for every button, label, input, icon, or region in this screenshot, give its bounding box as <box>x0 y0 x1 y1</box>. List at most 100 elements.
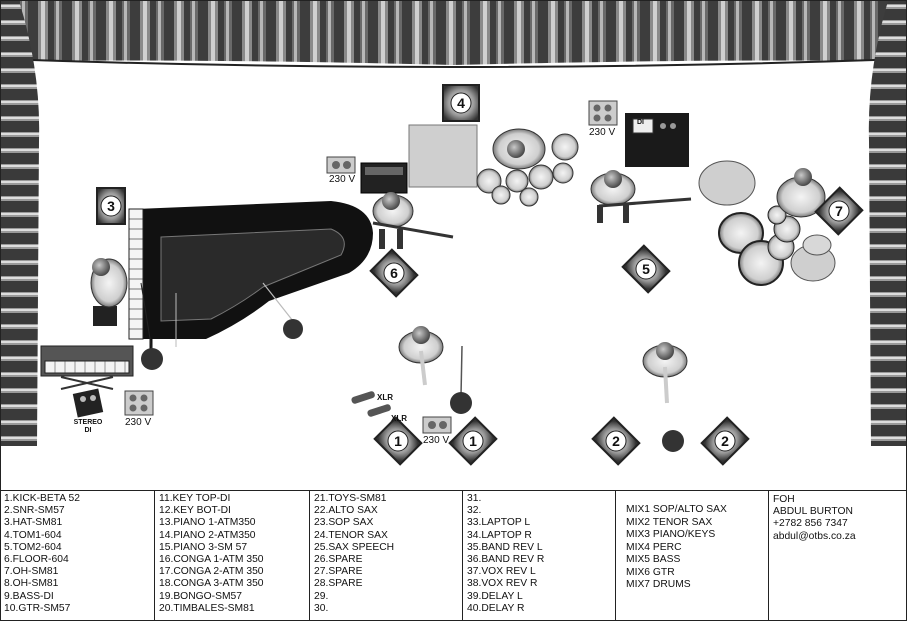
channel-item: 26.SPARE <box>314 554 363 566</box>
channel-item: 11.KEY TOP-DI <box>159 493 231 504</box>
channel-item: 29. <box>314 590 329 602</box>
power-label-3: 230 V <box>125 417 152 428</box>
channel-item: 5.TOM2-604 <box>4 541 62 553</box>
channel-item: 21.TOYS-SM81 <box>314 493 387 504</box>
channel-item: 4.TOM1-604 <box>4 529 62 541</box>
power-label-1: 230 V <box>329 174 356 185</box>
monitor-wedge-2: 2 <box>700 416 750 466</box>
monitor-wedge-6: 6 <box>369 248 419 298</box>
channel-item: 10.GTR-SM57 <box>4 602 71 614</box>
top-curtain <box>1 1 906 65</box>
monitor-wedge-2: 2 <box>591 416 641 466</box>
sax-player-right <box>642 342 688 404</box>
mic-stands <box>140 282 684 452</box>
channel-item: 27.SPARE <box>314 566 363 578</box>
monitor-mix-item: MIX1 SOP/ALTO SAX <box>626 504 727 515</box>
monitor-number: 5 <box>642 261 650 277</box>
channel-item: 24.TENOR SAX <box>314 529 388 541</box>
power-outlets <box>124 100 618 434</box>
monitor-number: 2 <box>721 433 729 449</box>
channel-item: 30. <box>314 602 329 614</box>
percussion <box>476 128 579 207</box>
monitor-number: 1 <box>394 433 402 449</box>
stereo-di-box <box>72 388 104 418</box>
channel-item: 15.PIANO 3-SM 57 <box>159 541 248 553</box>
channel-item: 34.LAPTOP R <box>467 529 532 541</box>
pianist <box>90 258 128 326</box>
channel-item: 37.VOX REV L <box>467 566 536 578</box>
channel-item: 8.OH-SM81 <box>4 578 59 590</box>
channel-item: 9.BASS-DI <box>4 590 54 602</box>
channel-item: 14.PIANO 2-ATM350 <box>159 529 256 541</box>
grand-piano <box>128 201 373 353</box>
keyboard <box>40 345 134 390</box>
bass-amp <box>625 113 689 167</box>
amp-di-label: DI <box>637 119 644 126</box>
channel-item: 38.VOX REV R <box>467 578 538 590</box>
power-label-2: 230 V <box>589 127 616 138</box>
right-curtain <box>868 1 906 446</box>
channel-item: 13.PIANO 1-ATM350 <box>159 517 256 529</box>
channel-item: 40.DELAY R <box>467 602 525 614</box>
foh-contact-line: +2782 856 7347 <box>773 518 848 530</box>
channel-item: 2.SNR-SM57 <box>4 505 65 517</box>
monitor-number: 7 <box>835 203 843 219</box>
power-label-4: 230 V <box>423 435 450 446</box>
monitor-mix-item: MIX6 GTR <box>626 566 675 578</box>
channel-item: 28.SPARE <box>314 578 363 590</box>
channel-item: 20.TIMBALES-SM81 <box>159 602 255 614</box>
monitor-number: 4 <box>457 95 465 111</box>
monitor-mix-item: MIX3 PIANO/KEYS <box>626 529 716 540</box>
monitor-number: 1 <box>469 433 477 449</box>
channel-item: 31. <box>467 493 482 504</box>
monitor-wedge-7: 7 <box>814 186 864 236</box>
monitor-mix-item: MIX5 BASS <box>626 554 681 565</box>
stereo-di-label: STEREO DI <box>73 419 103 434</box>
stage-area: 1 1 2 2 3 4 5 6 7 <box>1 1 906 466</box>
left-curtain <box>1 1 40 446</box>
bassist <box>590 170 692 223</box>
channel-item: 39.DELAY L <box>467 590 523 602</box>
channel-item: 32. <box>467 505 482 517</box>
monitor-wedge-5: 5 <box>621 244 671 294</box>
channel-item: 33.LAPTOP L <box>467 517 531 529</box>
monitor-wedge-3: 3 <box>96 187 126 225</box>
channel-item: 36.BAND REV R <box>467 554 545 566</box>
channel-item: 25.SAX SPEECH <box>314 541 395 553</box>
monitor-mix-item: MIX2 TENOR SAX <box>626 516 713 528</box>
channel-item: 16.CONGA 1-ATM 350 <box>159 554 264 566</box>
channel-item: 19.BONGO-SM57 <box>159 590 242 602</box>
channel-item: 12.KEY BOT-DI <box>159 505 231 517</box>
guitarist <box>372 192 454 249</box>
foh-contact-line: FOH <box>773 494 795 505</box>
riser <box>408 124 478 188</box>
monitor-number: 2 <box>612 433 620 449</box>
guitar-amp <box>360 162 408 194</box>
foh-contact-line: abdul@otbs.co.za <box>773 530 856 542</box>
sax-player-left <box>398 326 444 386</box>
monitor-mix-item: MIX4 PERC <box>626 541 682 553</box>
xlr-label-1: XLR <box>377 393 393 402</box>
channel-item: 1.KICK-BETA 52 <box>4 493 80 504</box>
channel-item: 22.ALTO SAX <box>314 505 378 517</box>
foh-contact-line: ABDUL BURTON <box>773 506 853 518</box>
channel-item: 6.FLOOR-604 <box>4 554 69 566</box>
xlr-connectors <box>351 391 391 417</box>
channel-item: 3.HAT-SM81 <box>4 517 63 529</box>
channel-item: 23.SOP SAX <box>314 517 374 529</box>
drum-kit <box>698 160 836 286</box>
channel-item: 35.BAND REV L <box>467 541 543 553</box>
monitor-number: 3 <box>107 198 115 214</box>
monitor-wedge-4: 4 <box>442 84 480 122</box>
monitor-wedge-1: 1 <box>373 416 423 466</box>
monitor-mix-item: MIX7 DRUMS <box>626 579 691 590</box>
channel-item: 18.CONGA 3-ATM 350 <box>159 578 264 590</box>
channel-item: 7.OH-SM81 <box>4 566 59 578</box>
